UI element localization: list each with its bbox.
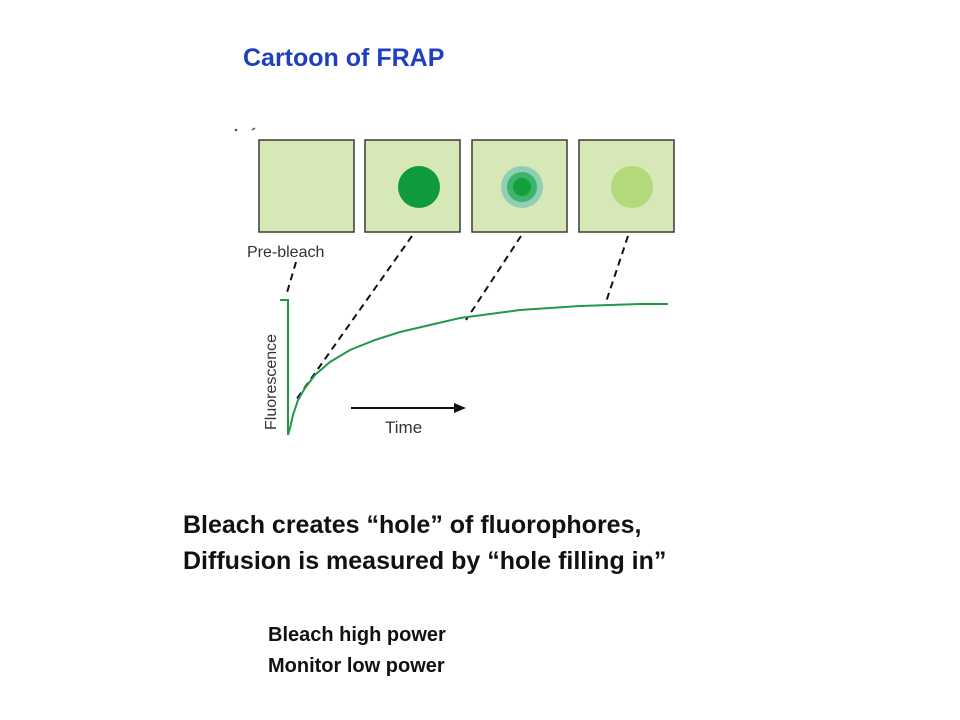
recovery-curve [280, 299, 668, 436]
connector-line [295, 235, 413, 401]
caption: Bleach creates “hole” of fluorophores, D… [183, 507, 666, 579]
stray-mark [234, 128, 238, 132]
slide-title: Cartoon of FRAP [243, 44, 445, 72]
caption-line-1: Bleach creates “hole” of fluorophores, [183, 511, 642, 539]
panel-prebleach [258, 139, 355, 233]
connector-line [285, 261, 297, 297]
stray-mark [251, 127, 256, 131]
note-monitor: Monitor low power [268, 655, 445, 677]
caption-line-2: Diffusion is measured by “hole filling i… [183, 547, 667, 575]
connector-line [465, 235, 522, 321]
power-notes: Bleach high power Monitor low power [268, 620, 446, 682]
recovered-spot [611, 166, 653, 208]
prebleach-label: Pre-bleach [247, 244, 324, 261]
note-bleach: Bleach high power [268, 624, 446, 646]
bleached-spot [398, 166, 440, 208]
y-axis-label: Fluorescence [263, 334, 280, 430]
connector-line [605, 235, 629, 303]
ring-spot-inner [513, 178, 531, 196]
x-axis-label: Time [385, 418, 422, 437]
time-arrow-head [454, 403, 466, 413]
